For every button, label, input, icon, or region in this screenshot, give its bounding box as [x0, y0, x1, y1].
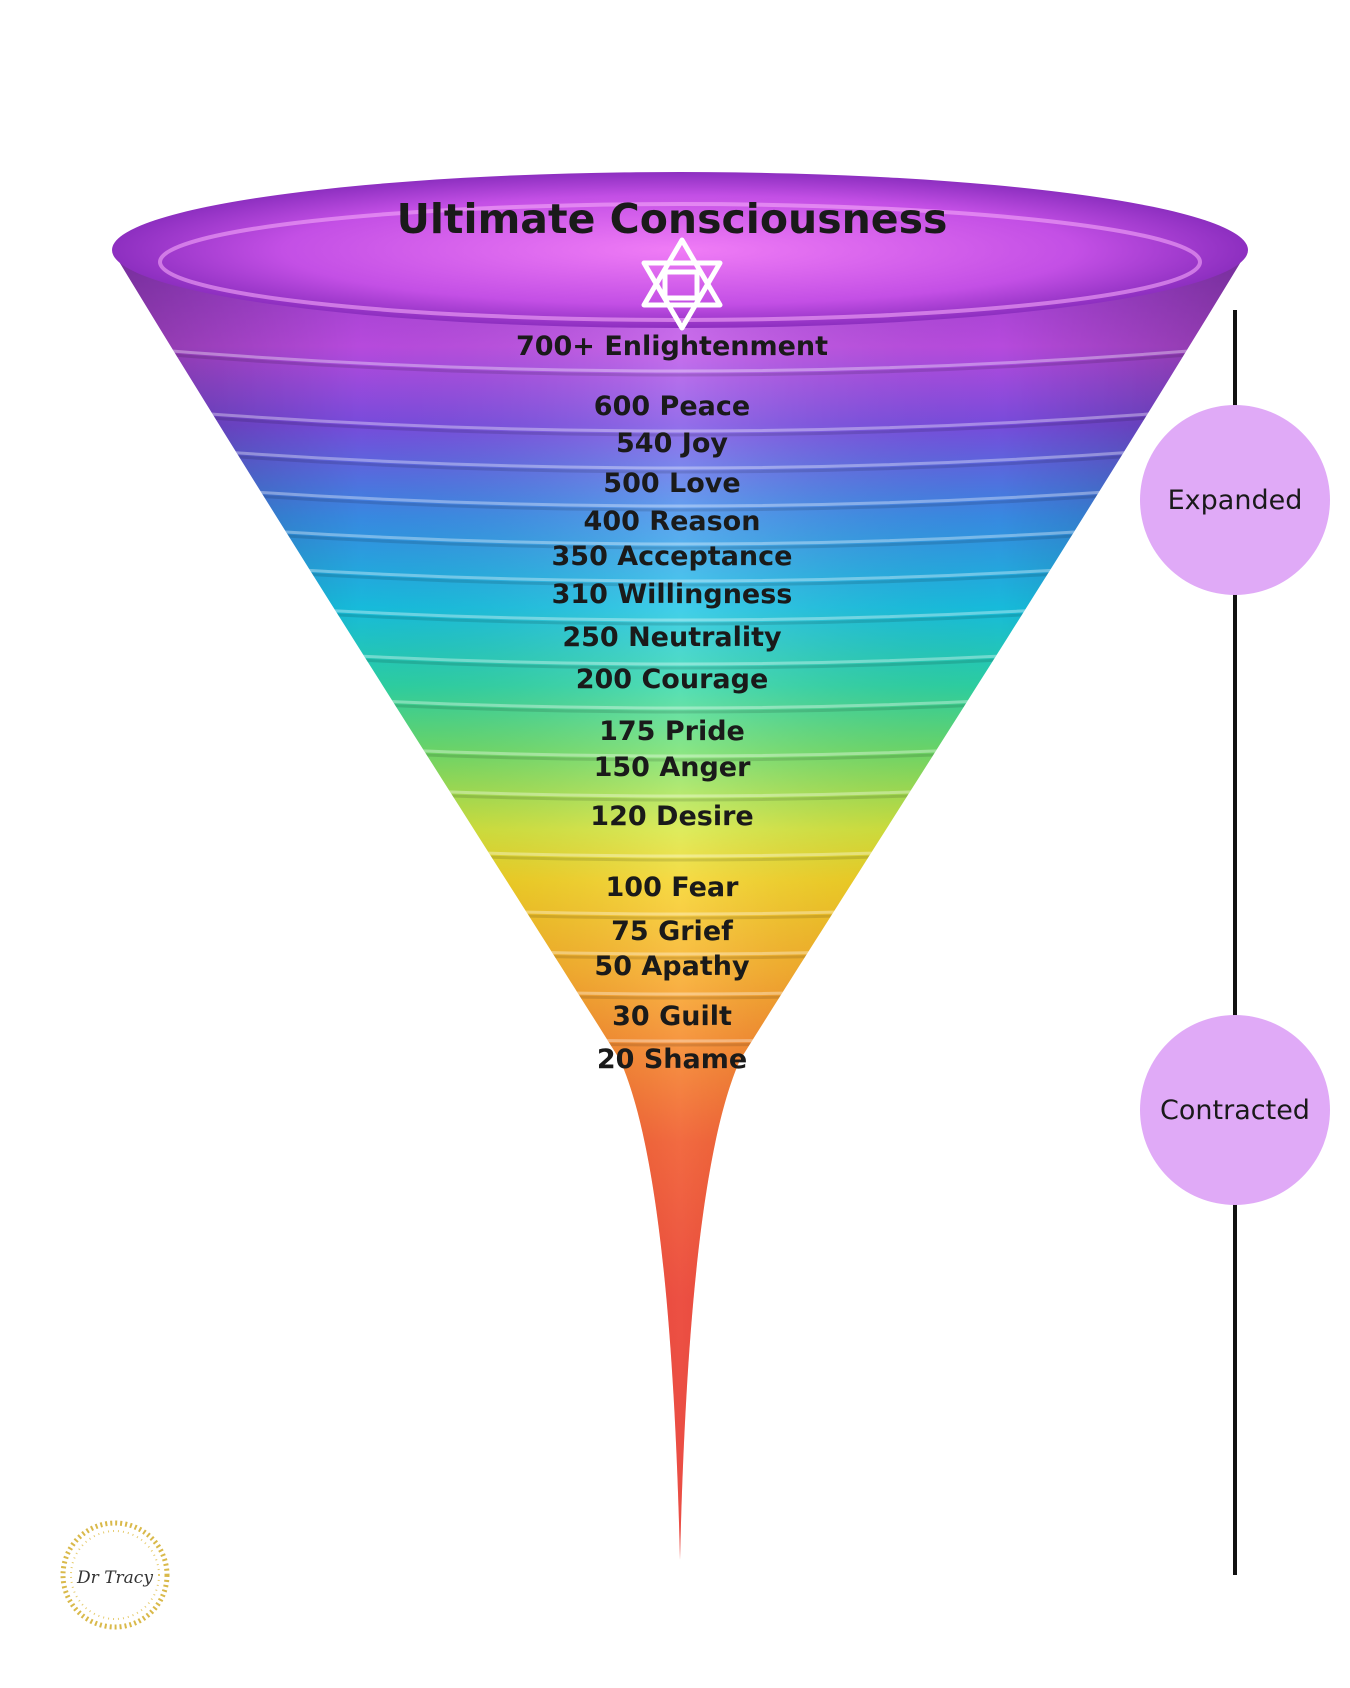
star-emblem-icon — [641, 237, 723, 331]
level-label-peace: 600 Peace — [594, 391, 750, 422]
signature-text: Dr Tracy — [76, 1568, 153, 1588]
ring-shadow-0 — [115, 347, 1245, 377]
level-label-shame: 20 Shame — [597, 1044, 747, 1075]
level-label-enlightenment: 700+ Enlightenment — [516, 331, 828, 362]
funnel-rim — [112, 172, 1248, 328]
level-label-pride: 175 Pride — [599, 716, 745, 747]
consciousness-levels: 700+ Enlightenment 600 Peace 540 Joy 500 Lo… — [516, 331, 828, 1075]
level-label-reason: 400 Reason — [584, 506, 761, 537]
expanded-label: Expanded — [1168, 485, 1303, 516]
level-label-courage: 200 Courage — [576, 664, 769, 695]
ring-shadow-1 — [115, 407, 1245, 437]
level-label-guilt: 30 Guilt — [612, 1001, 732, 1032]
ring-line-2 — [115, 440, 1245, 470]
level-label-apathy: 50 Apathy — [594, 951, 750, 982]
level-label-willingness: 310 Willingness — [552, 579, 793, 610]
contracted-bubble — [1140, 1015, 1330, 1205]
level-label-desire: 120 Desire — [590, 801, 753, 832]
ring-line-1 — [115, 403, 1245, 433]
level-label-grief: 75 Grief — [611, 916, 733, 947]
level-label-joy: 540 Joy — [616, 428, 728, 459]
ring-line-3 — [115, 478, 1245, 508]
level-label-acceptance: 350 Acceptance — [552, 541, 793, 572]
level-label-neutrality: 250 Neutrality — [562, 622, 782, 653]
ring-shadow-3 — [115, 482, 1245, 512]
contracted-label: Contracted — [1160, 1095, 1310, 1126]
ring-shadow-2 — [115, 444, 1245, 474]
level-label-love: 500 Love — [603, 468, 740, 499]
level-label-fear: 100 Fear — [606, 872, 740, 903]
level-label-anger: 150 Anger — [594, 752, 752, 783]
expanded-bubble — [1140, 405, 1330, 595]
ring-line-0 — [115, 343, 1245, 373]
signature-seal: Dr Tracy — [60, 1520, 170, 1630]
funnel-title: Ultimate Consciousness — [397, 195, 948, 243]
